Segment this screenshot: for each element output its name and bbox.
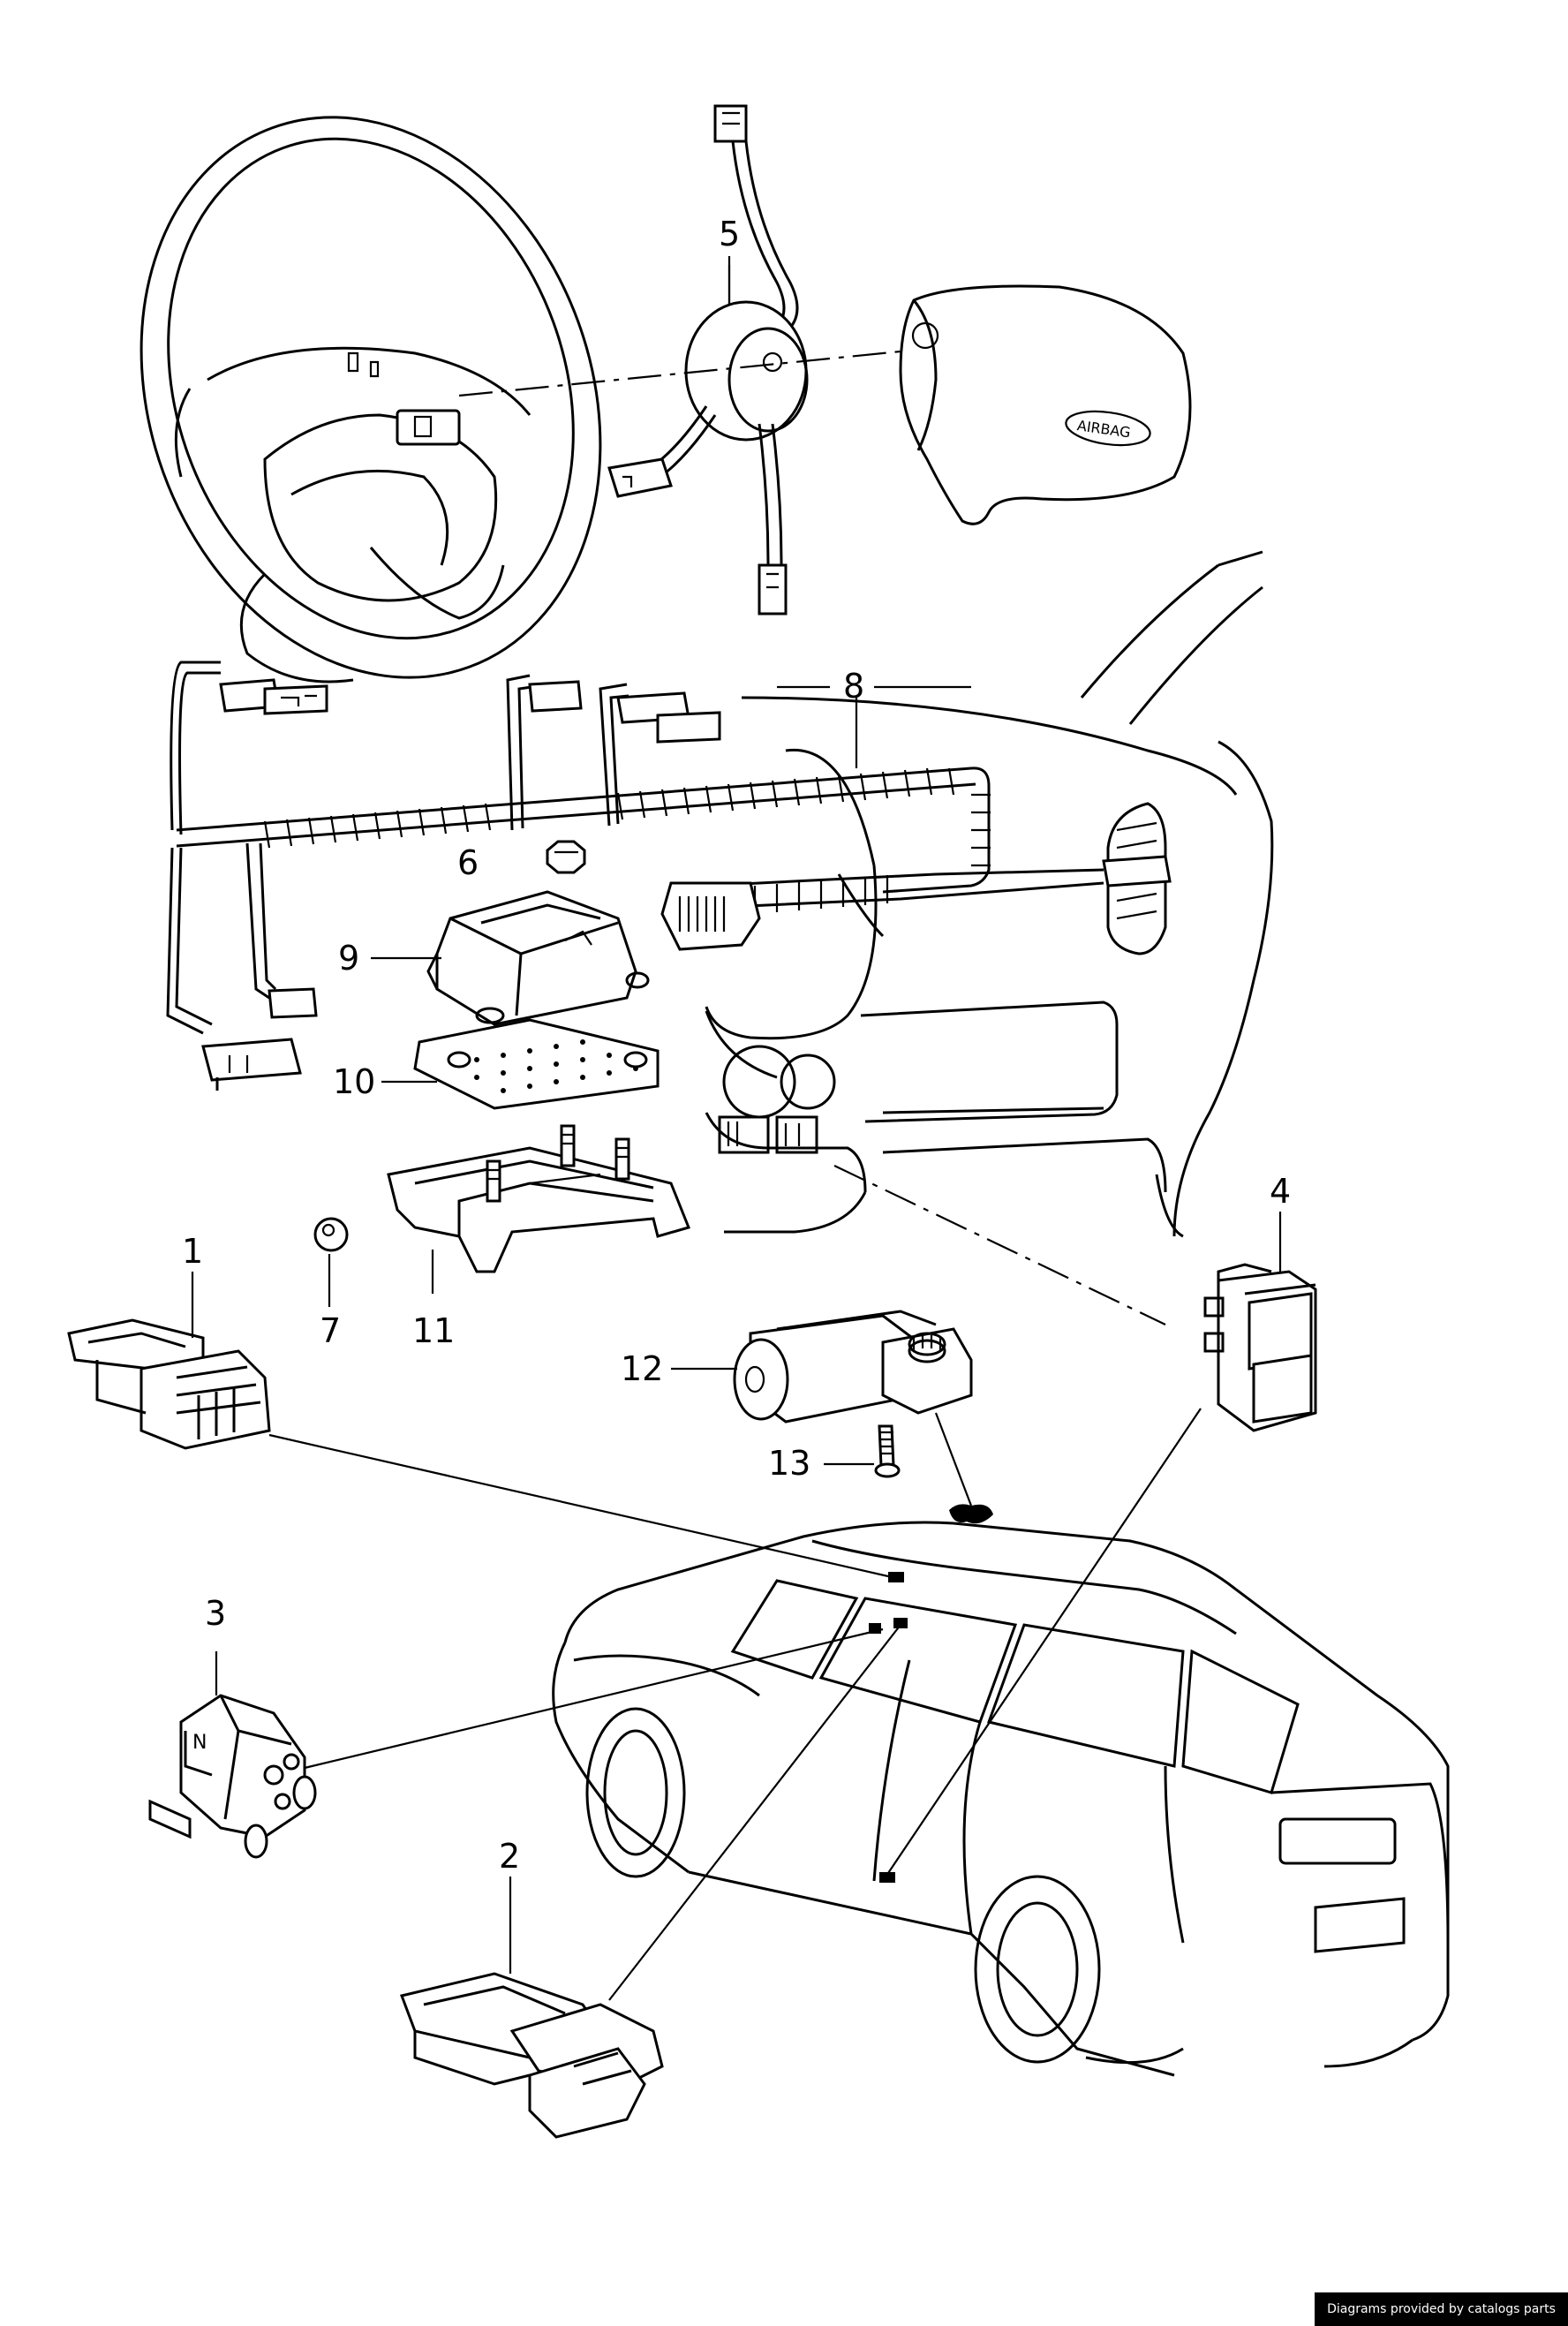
part-label-13: 13 xyxy=(768,1444,810,1483)
assembly-line-wheel-airbag xyxy=(458,350,901,397)
connection-lines xyxy=(268,1408,1202,2001)
part-label-12: 12 xyxy=(621,1349,663,1388)
mounting-plate-illustration xyxy=(413,1018,660,1110)
diagram-credit: Diagrams provided by catalogs parts xyxy=(1315,2292,1568,2326)
airbag-control-unit-illustration xyxy=(426,890,650,1026)
part-label-9: 9 xyxy=(338,939,359,978)
airbag-cover-illustration: AIRBAG xyxy=(899,284,1192,525)
clockspring-illustration xyxy=(607,104,809,615)
dashboard-illustration xyxy=(705,550,1274,1238)
part-label-11: 11 xyxy=(412,1311,455,1350)
part-label-6: 6 xyxy=(457,843,479,882)
bracket-illustration xyxy=(387,1124,691,1273)
part-label-2: 2 xyxy=(499,1837,520,1876)
connector-1-illustration xyxy=(67,1318,271,1450)
part-label-10: 10 xyxy=(333,1062,375,1101)
steering-wheel-illustration xyxy=(139,116,602,683)
part-label-5: 5 xyxy=(719,215,740,253)
part-labels: 5 8 6 9 10 4 1 7 11 12 13 3 2 xyxy=(182,215,1291,1876)
nut-7-illustration xyxy=(313,1217,349,1252)
switch-3-letter: N xyxy=(192,1732,207,1754)
part-label-1: 1 xyxy=(182,1232,203,1271)
screw-13-illustration xyxy=(874,1424,901,1478)
motor-12-illustration xyxy=(733,1310,973,1424)
assembly-line-switch-4 xyxy=(833,1165,1166,1325)
part-label-8: 8 xyxy=(843,667,864,706)
wiring-harness-illustration xyxy=(166,661,1172,1091)
airbag-emblem-text: AIRBAG xyxy=(1076,417,1132,441)
connector-2-illustration xyxy=(399,1972,664,2139)
switch-3-illustration: N xyxy=(148,1694,317,1859)
leader-lines xyxy=(191,256,1282,1974)
car-illustration xyxy=(552,1504,1450,2077)
part-label-7: 7 xyxy=(320,1311,341,1350)
part-label-4: 4 xyxy=(1270,1172,1291,1211)
switch-4-illustration xyxy=(1203,1263,1317,1432)
part-label-3: 3 xyxy=(205,1594,226,1633)
nut-6-illustration xyxy=(546,840,586,874)
